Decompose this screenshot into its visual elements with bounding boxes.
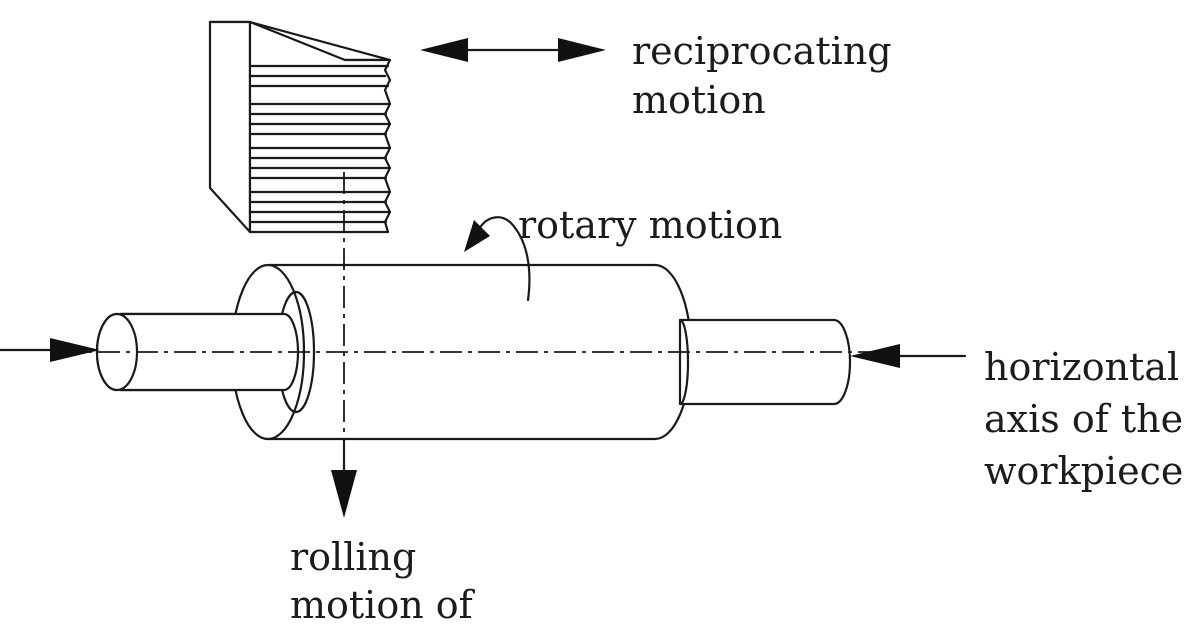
right-shaft	[678, 318, 852, 406]
label-horizontal-axis-line3: workpiece	[984, 449, 1183, 493]
label-reciprocating-line1: reciprocating	[632, 29, 892, 73]
label-rolling-line1: rolling	[290, 535, 416, 579]
label-rotary-motion: rotary motion	[518, 203, 782, 247]
left-shaft-front	[118, 312, 300, 392]
label-rolling-line2: motion of	[290, 583, 476, 627]
rolling-motion-arrow	[331, 438, 357, 518]
rack-die	[208, 20, 392, 234]
label-horizontal-axis-line2: axis of the	[984, 397, 1183, 441]
left-axial-arrow	[0, 338, 100, 362]
rack-grooves	[248, 64, 392, 224]
rack-side-face	[208, 20, 252, 234]
reciprocating-arrow	[420, 38, 606, 62]
label-reciprocating-line2: motion	[632, 78, 766, 122]
rotary-motion-arrow	[464, 216, 531, 302]
label-horizontal-axis-line1: horizontal	[984, 345, 1179, 389]
right-axial-arrow	[850, 344, 967, 368]
